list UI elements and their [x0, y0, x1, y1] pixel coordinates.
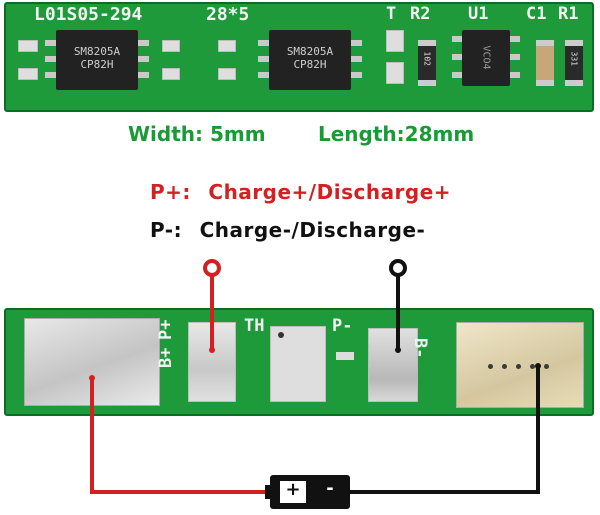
smd-pad — [218, 68, 236, 80]
chip2-pin — [350, 40, 362, 46]
pad-th — [270, 326, 326, 402]
via-hole — [530, 364, 535, 369]
smd-pad — [18, 68, 38, 80]
u1-pin — [452, 54, 462, 60]
b-plus-wire — [90, 380, 270, 494]
via-hole — [488, 364, 493, 369]
silk-label-th: TH — [244, 316, 265, 336]
chip2-marking-line2: CP82H — [293, 58, 327, 71]
silk-label-u1: U1 — [468, 4, 489, 24]
chip1-marking-line1: SM8205A — [73, 45, 121, 58]
resistor-r1: 331 — [565, 40, 583, 86]
battery-minus-label: - — [326, 478, 334, 499]
via-hole — [516, 364, 521, 369]
chip1-pin — [137, 72, 149, 78]
legend-p-minus: P-: Charge-/Discharge- — [150, 218, 425, 242]
length-dimension: Length:28mm — [318, 122, 475, 146]
pad-p-minus — [368, 328, 418, 402]
silk-label-r2: R2 — [410, 4, 431, 24]
b-minus-wire — [350, 368, 540, 494]
u1-pin — [452, 72, 462, 78]
u1-pin — [452, 36, 462, 42]
silk-label-r1: R1 — [558, 4, 579, 24]
via-hole — [544, 364, 549, 369]
mosfet-chip-1: SM8205A CP82H — [56, 30, 138, 90]
smd-pad — [18, 40, 38, 52]
smd-pad — [218, 40, 236, 52]
smd-pad — [162, 40, 180, 52]
u1-pin — [510, 72, 520, 78]
chip2-pin — [258, 72, 270, 78]
silk-board-code: L01S05-294 — [34, 4, 143, 25]
chip2-pin — [350, 72, 362, 78]
battery-plus-cell — [280, 481, 306, 503]
legend-p-plus-value: Charge+/Discharge+ — [208, 180, 452, 204]
legend-p-minus-key: P-: — [150, 218, 183, 242]
pad-small — [336, 352, 354, 360]
p-minus-terminal — [389, 259, 407, 277]
silk-label-c1: C1 — [526, 4, 547, 24]
smd-pad — [386, 30, 404, 52]
b-plus-contact — [89, 375, 95, 381]
legend-p-plus: P+: Charge+/Discharge+ — [150, 180, 451, 204]
capacitor-c1 — [536, 40, 554, 86]
chip1-marking-line2: CP82H — [80, 58, 114, 71]
resistor-r2: 102 — [418, 40, 436, 86]
legend-p-plus-key: P+: — [150, 180, 191, 204]
smd-pad — [386, 62, 404, 84]
chip2-pin — [258, 56, 270, 62]
chip1-pin — [45, 56, 57, 62]
via-hole — [278, 332, 284, 338]
p-plus-terminal — [203, 259, 221, 277]
chip1-pin — [45, 72, 57, 78]
chip2-marking-line1: SM8205A — [286, 45, 334, 58]
chip1-pin — [137, 40, 149, 46]
battery-plus-label: + — [285, 479, 301, 500]
mosfet-chip-2: SM8205A CP82H — [269, 30, 351, 90]
u1-pin — [510, 36, 520, 42]
protection-ic-u1: VCO4 — [462, 30, 510, 86]
smd-pad — [162, 68, 180, 80]
p-minus-contact — [395, 347, 401, 353]
chip2-pin — [350, 56, 362, 62]
battery-cap — [265, 485, 271, 499]
legend-p-minus-value: Charge-/Discharge- — [199, 218, 426, 242]
u1-pin — [510, 54, 520, 60]
chip1-pin — [137, 56, 149, 62]
width-dimension: Width: 5mm — [128, 122, 266, 146]
chip1-pin — [45, 40, 57, 46]
p-plus-contact — [209, 347, 215, 353]
b-minus-contact — [535, 363, 541, 369]
chip2-pin — [258, 40, 270, 46]
silk-label-p-minus: P- — [332, 316, 353, 336]
silk-label-t: T — [386, 4, 397, 24]
via-hole — [502, 364, 507, 369]
silk-board-size: 28*5 — [206, 4, 250, 25]
